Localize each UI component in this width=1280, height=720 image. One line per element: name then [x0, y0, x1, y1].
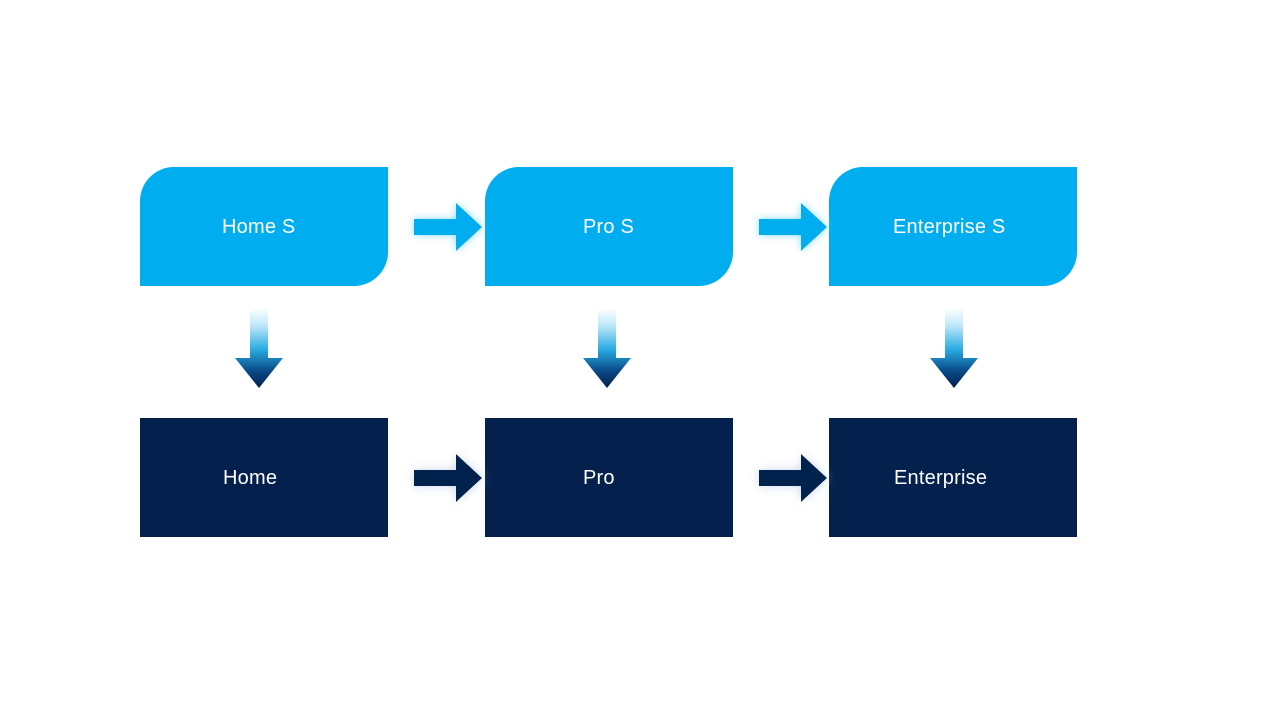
connector-home-s-to-home — [230, 308, 288, 392]
right-arrow-icon — [759, 454, 827, 502]
node-label-home-s: Home S — [222, 216, 296, 238]
connector-pro-s-to-enterprise-s — [749, 196, 835, 258]
down-arrow-icon — [583, 308, 631, 388]
connector-home-s-to-pro-s — [404, 196, 490, 258]
node-home-s[interactable]: Home S — [140, 167, 388, 286]
connector-pro-s-to-pro — [578, 308, 636, 392]
connector-enterprise-s-to-enterprise — [925, 308, 983, 392]
connector-pro-to-enterprise — [749, 447, 835, 509]
connector-home-to-pro — [404, 447, 490, 509]
right-arrow-icon — [759, 203, 827, 251]
node-label-enterprise-s: Enterprise S — [893, 216, 1006, 238]
right-arrow-icon — [414, 454, 482, 502]
node-home[interactable]: Home — [140, 418, 388, 537]
down-arrow-icon — [930, 308, 978, 388]
node-label-enterprise: Enterprise — [894, 467, 988, 489]
node-enterprise-s[interactable]: Enterprise S — [829, 167, 1077, 286]
down-arrow-icon — [235, 308, 283, 388]
right-arrow-icon — [414, 203, 482, 251]
node-pro[interactable]: Pro — [485, 418, 733, 537]
node-label-pro: Pro — [583, 467, 615, 489]
node-label-home: Home — [223, 467, 278, 489]
node-label-pro-s: Pro S — [583, 216, 635, 238]
node-pro-s[interactable]: Pro S — [485, 167, 733, 286]
node-enterprise[interactable]: Enterprise — [829, 418, 1077, 537]
